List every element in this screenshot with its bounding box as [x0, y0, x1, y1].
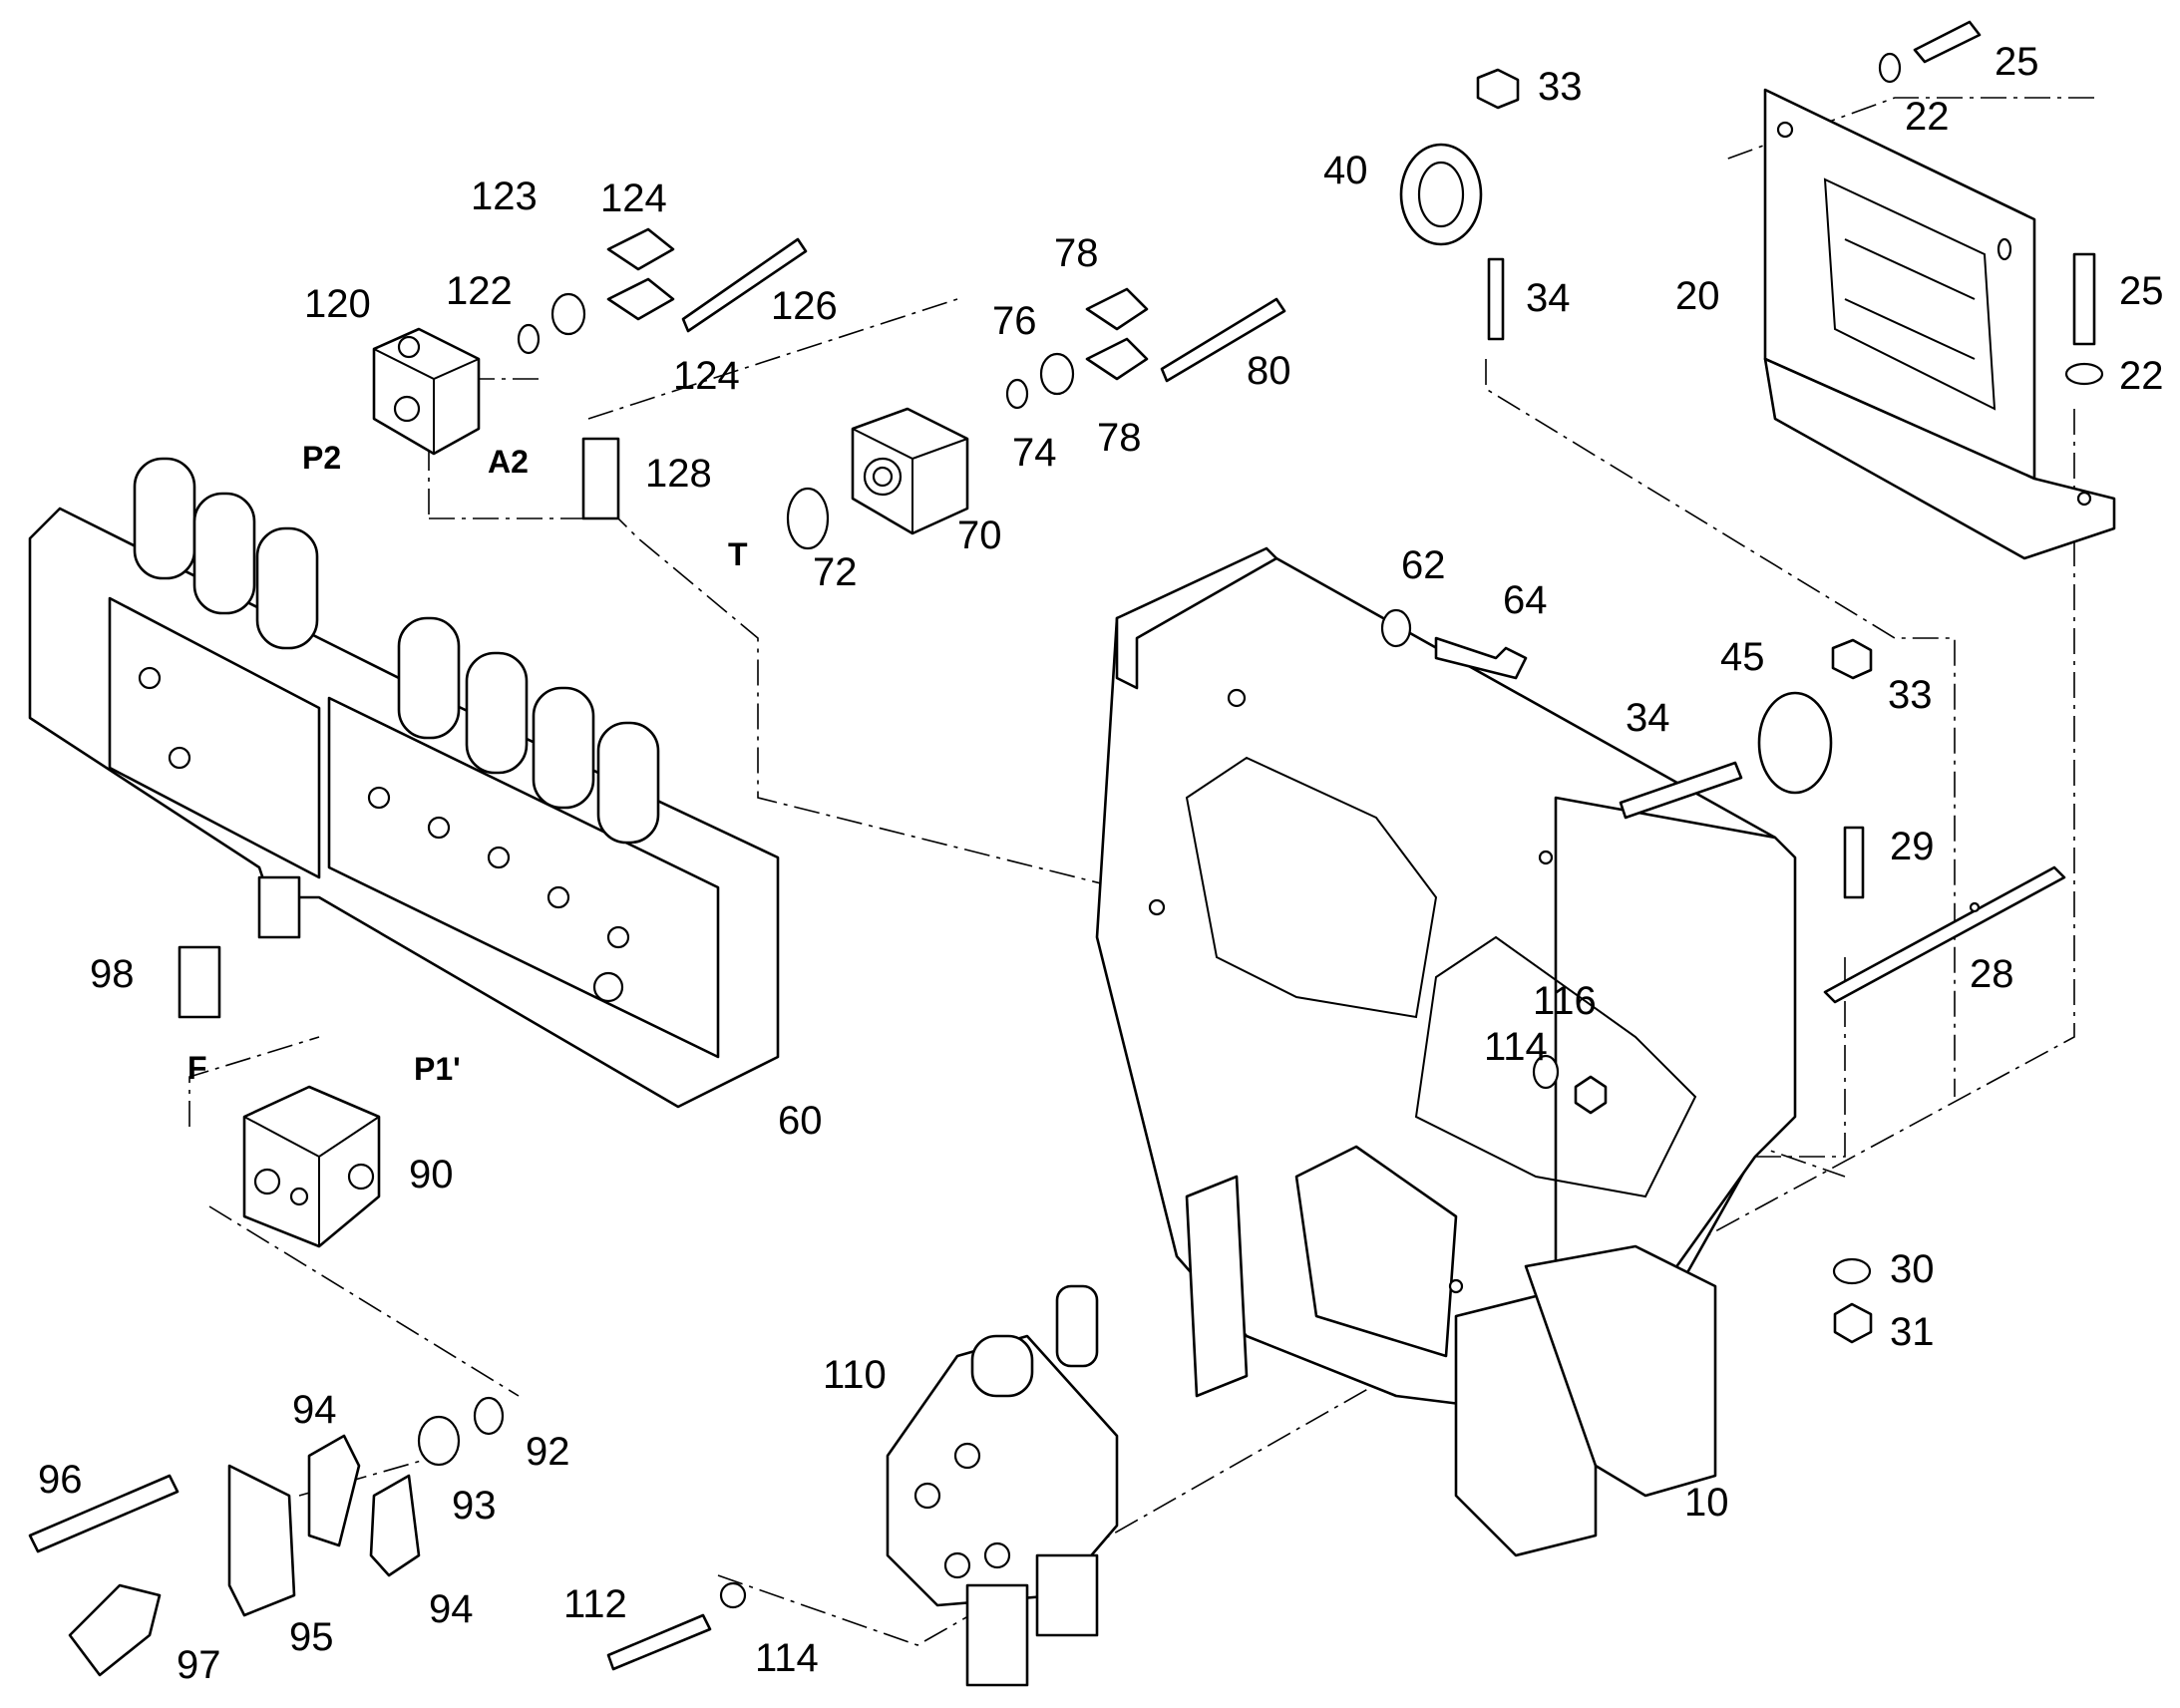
callout-29: 29 — [1890, 825, 1935, 868]
callout-62: 62 — [1401, 543, 1446, 587]
callout-110: 110 — [823, 1353, 887, 1397]
callout-30: 30 — [1890, 1247, 1935, 1291]
callout-126: 126 — [771, 284, 838, 328]
callout-112: 112 — [563, 1582, 627, 1626]
port-labels: P2 A2 T F P1' — [187, 440, 748, 1087]
callout-93: 93 — [452, 1484, 497, 1528]
solenoid-coils-right — [397, 616, 660, 845]
callout-92: 92 — [526, 1430, 570, 1474]
callout-78a: 78 — [1054, 231, 1099, 275]
auxiliary-valve — [886, 1284, 1119, 1687]
callout-64: 64 — [1503, 578, 1548, 622]
callout-94b: 94 — [429, 1587, 474, 1631]
callout-116: 116 — [1533, 979, 1597, 1023]
callout-28: 28 — [1970, 952, 2014, 996]
callout-33a: 33 — [1538, 65, 1583, 109]
main-frame — [1095, 546, 1797, 1557]
callout-22a: 22 — [1905, 95, 1950, 139]
callout-33b: 33 — [1888, 673, 1933, 717]
callout-114b: 114 — [1484, 1025, 1548, 1069]
callout-128: 128 — [645, 452, 712, 496]
port-label-p2: P2 — [302, 440, 341, 476]
callout-45: 45 — [1720, 635, 1765, 679]
port-label-f: F — [187, 1050, 207, 1086]
callout-25b: 25 — [2119, 269, 2164, 313]
callout-78b: 78 — [1097, 416, 1142, 460]
callout-10: 10 — [1684, 1481, 1729, 1525]
callout-70: 70 — [957, 513, 1002, 557]
adapter-block — [372, 327, 481, 456]
callout-97: 97 — [177, 1643, 221, 1687]
callout-31: 31 — [1890, 1310, 1935, 1354]
callout-76: 76 — [992, 299, 1037, 343]
callout-95: 95 — [289, 1615, 334, 1659]
callout-124a: 124 — [600, 176, 667, 220]
inlet-block — [242, 1085, 381, 1248]
callout-94a: 94 — [292, 1388, 337, 1432]
callout-114a: 114 — [755, 1636, 819, 1680]
mounting-bracket — [1763, 88, 2116, 560]
callout-72: 72 — [813, 550, 858, 594]
solenoid-coils-left — [133, 457, 319, 650]
callout-22b: 22 — [2119, 354, 2164, 398]
callout-34a: 34 — [1526, 276, 1571, 320]
callout-98: 98 — [90, 952, 135, 996]
port-holes — [138, 666, 630, 1003]
callout-120: 120 — [304, 282, 371, 326]
callout-80: 80 — [1247, 349, 1291, 393]
callout-96: 96 — [38, 1458, 83, 1502]
callout-34b: 34 — [1626, 696, 1670, 740]
callout-60: 60 — [778, 1099, 823, 1143]
callout-124b: 124 — [673, 354, 740, 398]
callout-40: 40 — [1323, 149, 1368, 192]
hardware — [28, 20, 2104, 1677]
port-label-p1: P1' — [414, 1051, 461, 1087]
port-label-t: T — [728, 536, 748, 572]
callout-123: 123 — [471, 174, 538, 218]
callout-20: 20 — [1675, 274, 1720, 318]
flange-block — [851, 407, 969, 535]
callout-90: 90 — [409, 1153, 454, 1196]
port-label-a2: A2 — [488, 444, 529, 480]
control-valve-block — [28, 457, 780, 1109]
support-strap — [1823, 865, 2066, 1004]
callout-74: 74 — [1012, 431, 1057, 475]
callout-labels: 10 20 22 22 25 25 28 29 30 31 33 33 34 3… — [38, 40, 2164, 1687]
callout-122: 122 — [446, 269, 513, 313]
callout-25a: 25 — [1995, 40, 2039, 84]
